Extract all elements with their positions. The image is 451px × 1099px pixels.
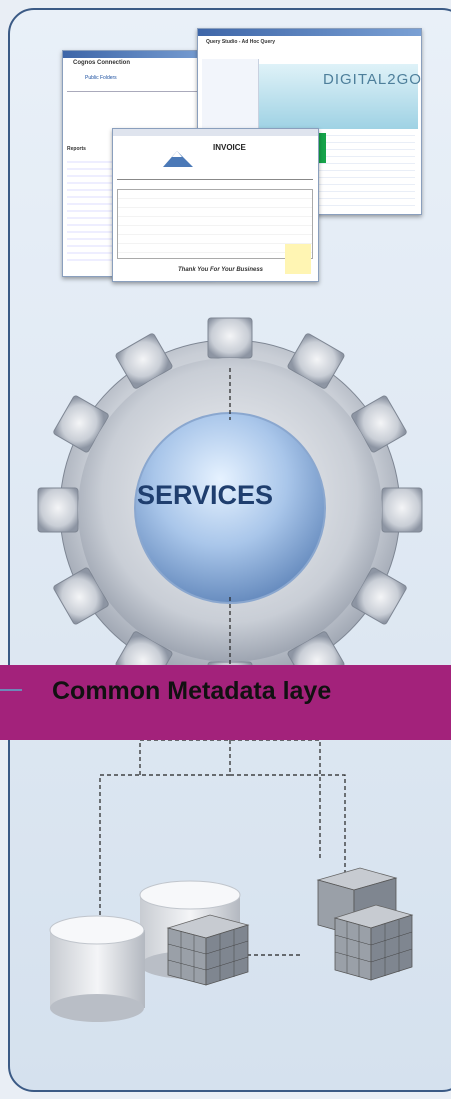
data-cube-right-front	[333, 904, 414, 981]
metadata-layer-label: Common Metadata laye	[52, 677, 332, 705]
mountain-logo-icon	[163, 151, 193, 167]
query-logo: DIGITAL2GO	[323, 71, 422, 88]
data-cube-left	[166, 914, 250, 986]
band-left-tick	[0, 689, 22, 691]
services-label: SERVICES	[136, 480, 274, 510]
query-title: Query Studio - Ad Hoc Query	[206, 39, 275, 45]
portal-title: Cognos Connection	[73, 60, 130, 66]
portal-section: Public Folders	[85, 75, 117, 81]
invoice-footer-note: Thank You For Your Business	[178, 267, 264, 273]
gear	[37, 317, 423, 703]
invoice-screenshot: INVOICE Thank You For Your Business	[112, 128, 319, 282]
metadata-layer-band	[0, 665, 451, 740]
connector-lines	[99, 368, 346, 956]
cylinder-front	[49, 915, 145, 1022]
invoice-heading: INVOICE	[213, 143, 246, 152]
portal-heading: Reports	[67, 146, 86, 152]
